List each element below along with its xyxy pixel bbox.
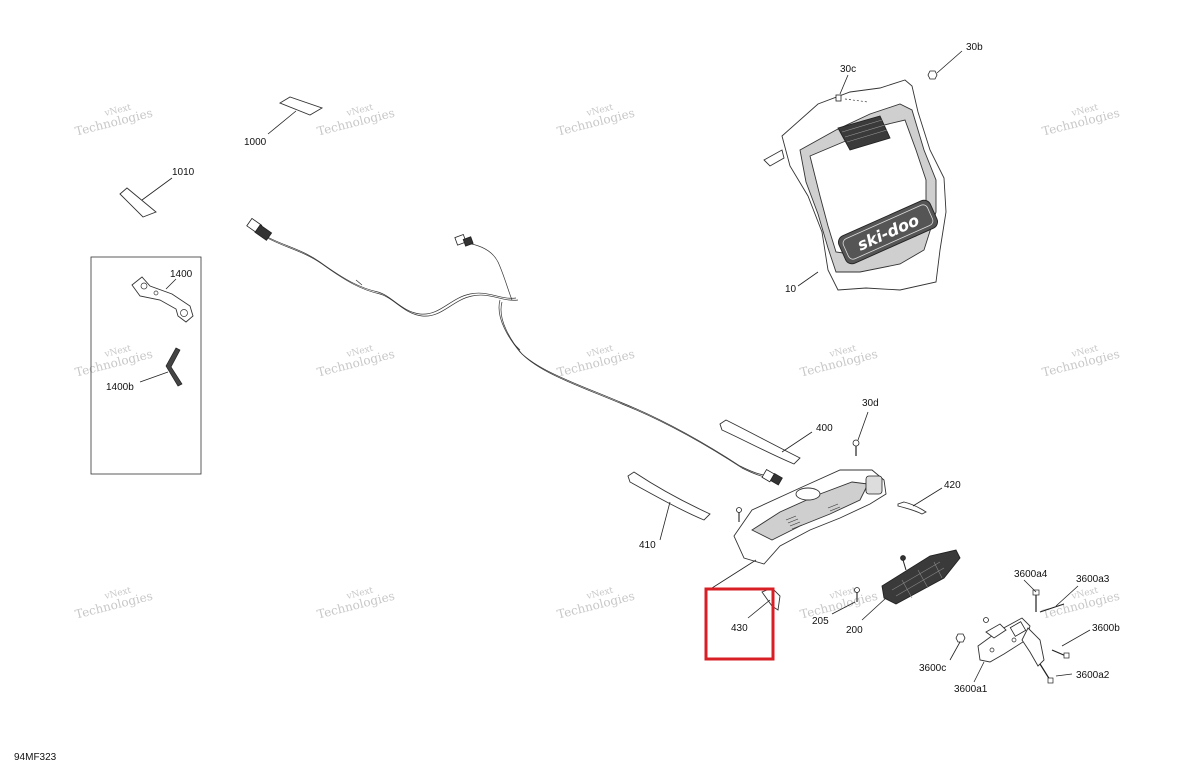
part-10-rear-flap[interactable]: ski-doo [763, 79, 947, 291]
watermark: vNext Technologies [74, 103, 154, 139]
highlight-box-430 [704, 587, 775, 661]
callout-200[interactable]: 200 [846, 625, 863, 636]
callout-3600c[interactable]: 3600c [919, 663, 946, 674]
connector-right [761, 468, 783, 486]
watermark: vNext Technologies [556, 103, 636, 139]
part-30d-screw[interactable] [852, 411, 869, 456]
watermark: vNext Technologies [316, 103, 396, 139]
watermark: vNext Technologies [799, 344, 879, 380]
part-205-screw[interactable] [831, 587, 860, 615]
part-30b-nut[interactable] [927, 50, 963, 80]
part-200-lens[interactable] [861, 549, 961, 621]
tool-kit-box [90, 256, 202, 475]
watermark: vNext Technologies [1041, 586, 1121, 622]
tail-light-housing[interactable] [711, 469, 887, 589]
callout-3600a1[interactable]: 3600a1 [954, 684, 988, 695]
callout-labels: 1000 1010 1400 1400b 30b 30c 10 30d 400 … [106, 42, 1120, 695]
watermark: vNext Technologies [556, 344, 636, 380]
callout-205[interactable]: 205 [812, 616, 829, 627]
callout-3600a2[interactable]: 3600a2 [1076, 670, 1110, 681]
callout-10[interactable]: 10 [785, 284, 797, 295]
part-1400-wrench[interactable] [131, 276, 194, 323]
callout-30b[interactable]: 30b [966, 42, 983, 53]
part-3600a3-bolt[interactable] [1039, 585, 1079, 613]
part-430-clip[interactable] [747, 587, 781, 619]
callout-1000[interactable]: 1000 [244, 137, 267, 148]
bracket-assembly-3600[interactable] [949, 579, 1091, 684]
part-3600a2-bolt[interactable] [1039, 663, 1073, 684]
part-1000-decal[interactable] [267, 96, 324, 135]
part-410-trim[interactable] [627, 471, 711, 541]
part-3600a1-bracket[interactable] [973, 617, 989, 683]
part-3600b-bolt[interactable] [1051, 629, 1091, 659]
part-420-trim[interactable] [897, 487, 943, 515]
callout-1010[interactable]: 1010 [172, 167, 195, 178]
watermark: vNext Technologies [1041, 344, 1121, 380]
watermark: vNext Technologies [316, 586, 396, 622]
part-1400b-allen-key[interactable] [139, 347, 183, 387]
part-30c-screw[interactable] [835, 74, 869, 103]
diagram-reference-code: 94MF323 [14, 752, 57, 763]
housing-ribs [785, 503, 841, 530]
callout-3600b[interactable]: 3600b [1092, 623, 1120, 634]
watermarks: vNext Technologies vNext Technologies vN… [74, 103, 1121, 622]
connector-left [246, 217, 273, 241]
callout-1400[interactable]: 1400 [170, 269, 193, 280]
part-3600c-nut[interactable] [949, 633, 966, 661]
part-1010-decal[interactable] [119, 177, 173, 218]
part-3600a4-bolt[interactable] [1023, 579, 1040, 612]
watermark: vNext Technologies [316, 344, 396, 380]
watermark: vNext Technologies [556, 586, 636, 622]
callout-400[interactable]: 400 [816, 423, 833, 434]
callout-1400b[interactable]: 1400b [106, 382, 134, 393]
part-400-trim[interactable] [719, 419, 813, 465]
watermark: vNext Technologies [1041, 103, 1121, 139]
callout-3600a3[interactable]: 3600a3 [1076, 574, 1110, 585]
callout-30c[interactable]: 30c [840, 64, 856, 75]
lens-pattern [891, 561, 945, 599]
watermark: vNext Technologies [74, 586, 154, 622]
connector-mid [454, 234, 474, 247]
watermark: vNext Technologies [74, 344, 154, 380]
callout-430[interactable]: 430 [731, 623, 748, 634]
callout-420[interactable]: 420 [944, 480, 961, 491]
callout-3600a4[interactable]: 3600a4 [1014, 569, 1048, 580]
callout-30d[interactable]: 30d [862, 398, 879, 409]
callout-410[interactable]: 410 [639, 540, 656, 551]
wiring-harness[interactable] [246, 217, 783, 486]
flap-vent [837, 115, 891, 151]
